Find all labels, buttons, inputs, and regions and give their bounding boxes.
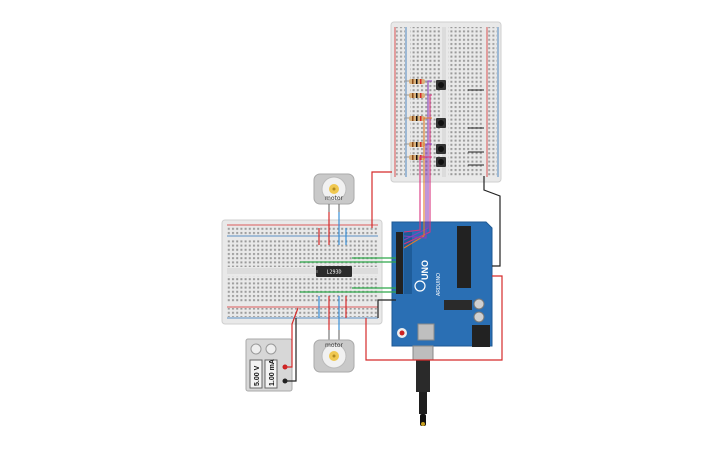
- motor-top[interactable]: motor: [313, 173, 355, 212]
- resistor-2[interactable]: [404, 93, 432, 98]
- wire-black-gnd: [285, 176, 501, 382]
- motor-bottom[interactable]: motor: [313, 330, 355, 373]
- wire-green-control: [300, 257, 396, 293]
- chip-label: L293D: [326, 270, 341, 276]
- resistor-3[interactable]: [404, 116, 432, 121]
- pushbutton-1[interactable]: [436, 80, 446, 90]
- arduino-uno[interactable]: UNO ARDUINO: [391, 221, 493, 347]
- psu-voltage: 5.00 V: [254, 365, 261, 386]
- resistor-1[interactable]: [404, 79, 432, 84]
- power-supply[interactable]: 5.00 V 1.00 mA: [245, 338, 293, 392]
- arduino-brand: UNO: [420, 260, 430, 280]
- l293d-chip[interactable]: L293D: [316, 266, 352, 277]
- wire-motor-bottom: [318, 296, 347, 330]
- motor-bottom-label: motor: [325, 342, 344, 349]
- wire-motor-top: [318, 212, 347, 245]
- arduino-model: ARDUINO: [436, 273, 442, 296]
- wire-red-5v-top: [284, 171, 503, 368]
- breadboard-main[interactable]: [221, 219, 383, 325]
- pushbutton-3[interactable]: [436, 144, 446, 154]
- usb-cable: [412, 345, 434, 426]
- pushbutton-2[interactable]: [436, 118, 446, 128]
- wire-button-signals: [403, 80, 432, 249]
- jumpers-gnd-top: [468, 89, 484, 166]
- motor-top-label: motor: [325, 195, 344, 202]
- pushbutton-4[interactable]: [436, 157, 446, 167]
- psu-current: 1.00 mA: [269, 359, 276, 386]
- resistor-4[interactable]: [404, 142, 432, 147]
